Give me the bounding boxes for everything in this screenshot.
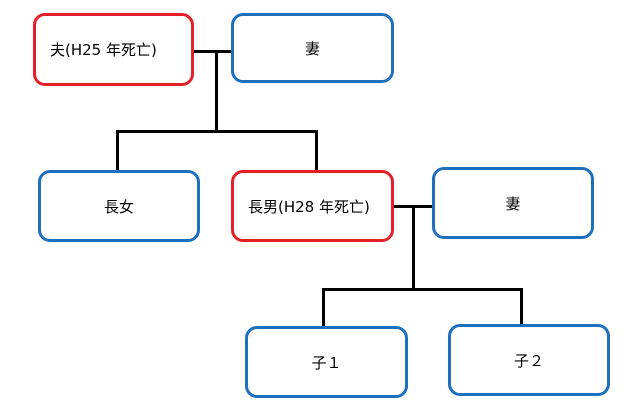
person-label-eldest-son: 長男(H28 年死亡) xyxy=(248,197,370,216)
person-label-eldest-daughter: 長女 xyxy=(103,197,134,216)
marriage-line-husband-wife xyxy=(194,50,231,53)
person-label-child-2: 子２ xyxy=(513,351,544,370)
person-box-eldest-son: 長男(H28 年死亡) xyxy=(231,170,394,242)
drop-line-son xyxy=(315,130,318,170)
person-label-husband: 夫(H25 年死亡) xyxy=(50,41,157,59)
person-label-son-wife: 妻 xyxy=(505,194,521,213)
person-box-eldest-daughter: 長女 xyxy=(38,170,200,242)
drop-line-child2 xyxy=(520,288,523,324)
sibling-bar-gen2 xyxy=(116,130,318,133)
person-label-wife: 妻 xyxy=(304,39,320,58)
person-box-child-2: 子２ xyxy=(448,324,610,396)
sibling-bar-gen3 xyxy=(322,288,523,291)
person-box-son-wife: 妻 xyxy=(432,167,594,239)
person-box-child-1: 子１ xyxy=(245,326,408,398)
drop-line-daughter xyxy=(116,130,119,170)
drop-line-child1 xyxy=(322,288,325,326)
person-box-wife: 妻 xyxy=(231,13,394,83)
descent-line-gen1 xyxy=(215,50,218,132)
person-label-child-1: 子１ xyxy=(311,353,342,372)
descent-line-gen2 xyxy=(412,205,415,290)
person-box-husband: 夫(H25 年死亡) xyxy=(33,13,194,86)
